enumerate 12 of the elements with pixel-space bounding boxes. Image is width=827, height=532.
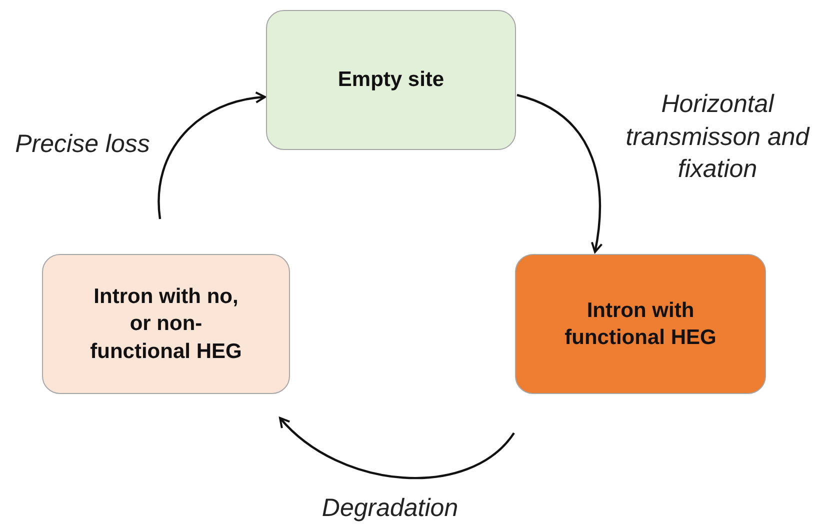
edge-label: Horizontal transmisson and fixation [624,89,811,185]
edge-label: Degradation [320,493,460,524]
curved-arrow [158,92,266,220]
edge-label: Precise loss [14,129,151,160]
process-box [266,10,516,150]
node-text: Empty site [338,67,444,94]
curved-arrow [279,417,515,479]
curved-arrow [516,94,602,253]
node-text: Intron with no, or non-functional HEG [89,284,243,365]
node-text: Intron with functional HEG [564,298,718,351]
process-box [42,254,290,394]
process-box [515,254,766,394]
